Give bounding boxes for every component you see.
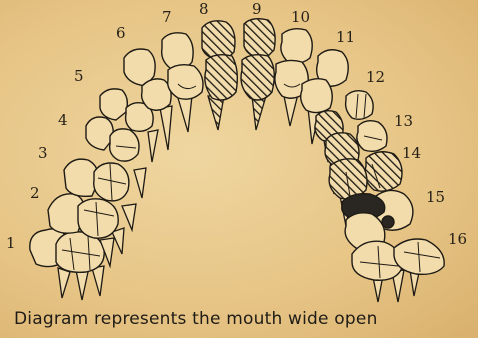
tooth-number-9: 9 (252, 2, 262, 17)
tooth-7b (168, 65, 203, 99)
tooth-10 (281, 29, 312, 64)
tooth-number-8: 8 (199, 2, 209, 17)
tooth-13 (357, 121, 387, 152)
tooth-9 (244, 19, 275, 58)
tooth-5 (100, 89, 127, 120)
tooth-1-group (30, 229, 104, 300)
tooth-number-15: 15 (426, 190, 445, 205)
tooth-14b (329, 159, 367, 199)
tooth-number-13: 13 (394, 114, 413, 129)
tooth-9-group (241, 19, 275, 130)
tooth-8b (205, 55, 237, 100)
tooth-7 (162, 33, 193, 69)
tooth-number-5: 5 (74, 69, 84, 84)
tooth-number-12: 12 (366, 70, 385, 85)
tooth-number-2: 2 (30, 186, 40, 201)
tooth-6b (142, 79, 172, 110)
tooth-number-14: 14 (402, 146, 421, 161)
tooth-11b (301, 79, 333, 113)
tooth-number-4: 4 (58, 113, 68, 128)
tooth-number-6: 6 (116, 26, 126, 41)
tooth-4 (86, 117, 113, 150)
tooth-8 (202, 21, 235, 60)
tooth-4b (110, 129, 139, 161)
tooth-number-7: 7 (162, 10, 172, 25)
tooth-15-spot (382, 216, 394, 228)
tooth-number-1: 1 (6, 236, 16, 251)
tooth-number-16: 16 (448, 232, 467, 247)
tooth-10-group (275, 29, 312, 126)
tooth-number-3: 3 (38, 146, 48, 161)
tooth-12 (346, 91, 374, 120)
tooth-8-group (202, 21, 237, 130)
tooth-16-group (352, 239, 444, 302)
tooth-9b (241, 55, 274, 100)
diagram-caption: Diagram represents the mouth wide open (14, 309, 378, 329)
tooth-number-11: 11 (336, 30, 355, 45)
tooth-number-10: 10 (291, 10, 310, 25)
tooth-14 (365, 152, 402, 191)
tooth-3 (64, 159, 98, 196)
